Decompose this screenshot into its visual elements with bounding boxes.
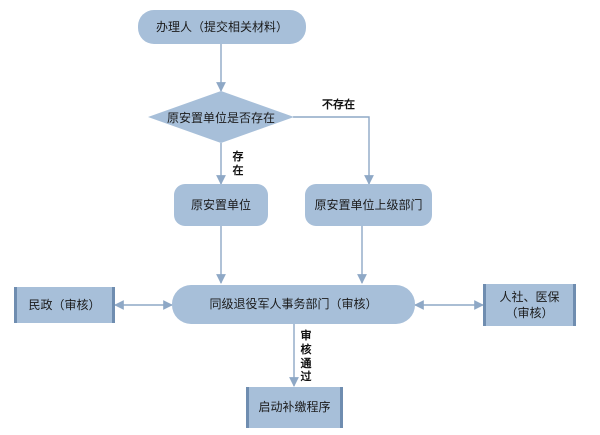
node-start-program: 启动补缴程序 <box>246 387 343 428</box>
node-decision-label: 原安置单位是否存在 <box>166 110 275 125</box>
node-decision: 原安置单位是否存在 <box>148 91 294 143</box>
node-hr-social-label: 人社、医保 （审核） <box>499 289 560 320</box>
node-veterans-dept-label: 同级退役军人事务部门（审核） <box>209 297 378 312</box>
node-civil-affairs-label: 民政（审核） <box>28 297 101 312</box>
node-superior-unit: 原安置单位上级部门 <box>305 184 432 226</box>
node-veterans-dept: 同级退役军人事务部门（审核） <box>172 285 415 324</box>
node-hr-social: 人社、医保 （审核） <box>483 284 576 326</box>
node-applicant: 办理人（提交相关材料） <box>138 10 306 44</box>
node-civil-affairs: 民政（审核） <box>14 287 115 323</box>
node-start-program-label: 启动补缴程序 <box>258 400 331 415</box>
edge-decision-superior <box>293 116 374 185</box>
edge-label-not-exist: 不存在 <box>322 98 355 111</box>
edge-label-exist: 存在 <box>232 150 244 177</box>
node-original-unit: 原安置单位 <box>174 184 268 226</box>
decision-diamond-shape <box>148 91 294 143</box>
node-superior-unit-label: 原安置单位上级部门 <box>314 197 423 212</box>
node-original-unit-label: 原安置单位 <box>190 197 251 212</box>
edge-label-approved: 审核通过 <box>300 329 312 384</box>
node-applicant-label: 办理人（提交相关材料） <box>155 19 288 34</box>
